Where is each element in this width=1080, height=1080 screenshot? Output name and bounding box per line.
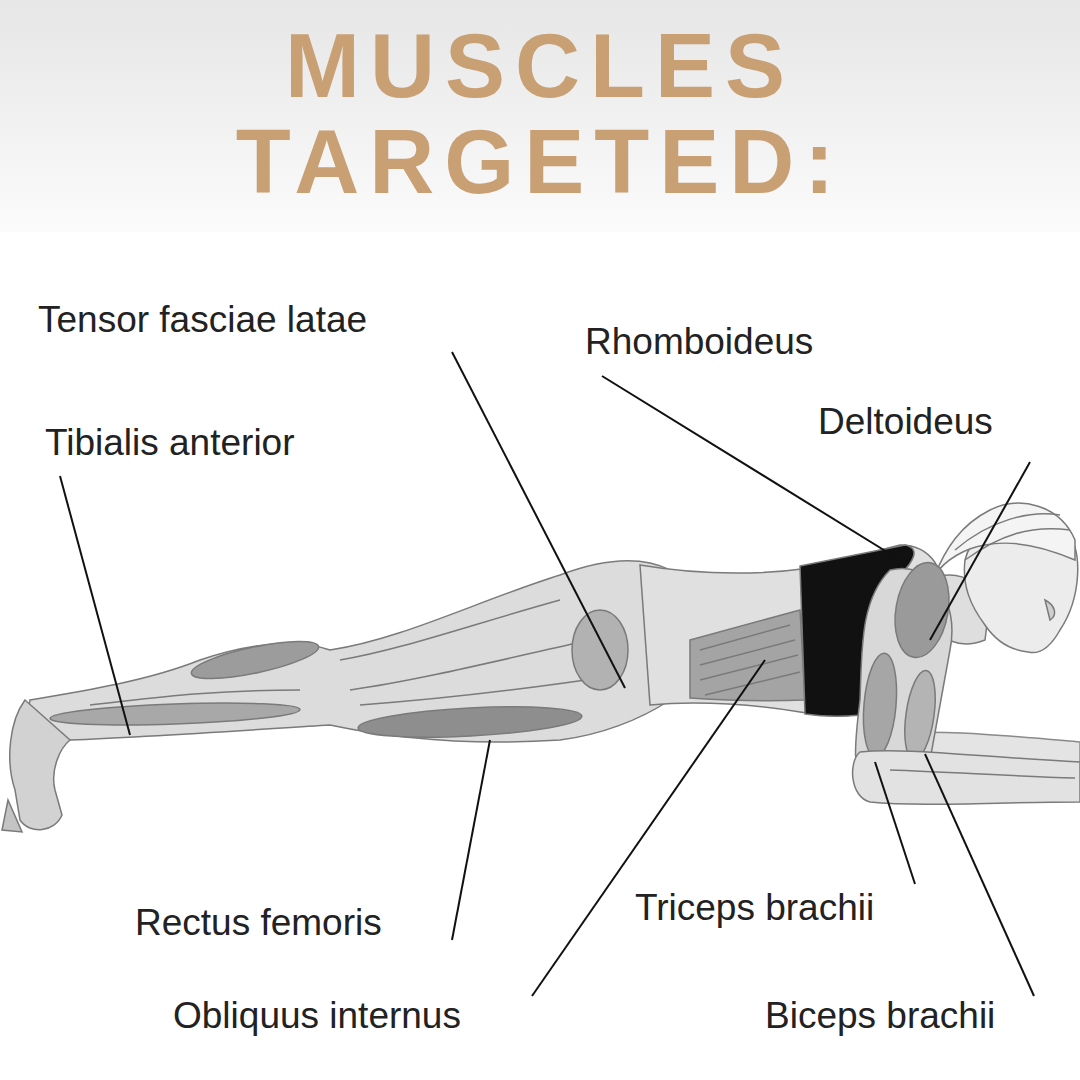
- muscle-label: Tibialis anterior: [45, 422, 295, 463]
- illustration-part: [452, 352, 625, 688]
- muscle-label: Obliquus internus: [173, 995, 461, 1036]
- illustration-part: [860, 652, 901, 758]
- illustration-part: [357, 702, 582, 742]
- illustration-part: [50, 700, 301, 729]
- label-slot: Deltoideus: [818, 402, 993, 443]
- muscle-label: Deltoideus: [818, 401, 993, 442]
- label-slot: Triceps brachii: [635, 888, 874, 929]
- legs: [2, 561, 670, 832]
- illustration-part: [532, 660, 765, 996]
- illustration-part: [890, 770, 1075, 778]
- illustration-part: [955, 514, 1070, 560]
- illustration-part: [690, 610, 805, 701]
- illustration-part: [1045, 600, 1055, 620]
- illustration-part: [189, 634, 322, 686]
- title-box: MUSCLES TARGETED:: [160, 18, 920, 210]
- illustration-part: [935, 503, 1075, 575]
- illustration-part: [875, 762, 915, 884]
- label-slot: Biceps brachii: [765, 996, 995, 1037]
- page-title: MUSCLES TARGETED:: [236, 16, 844, 212]
- illustration-part: [452, 740, 490, 940]
- illustration-part: [350, 640, 590, 690]
- illustration-part: [340, 600, 560, 660]
- illustration-part: [2, 800, 22, 832]
- muscle-label: Triceps brachii: [635, 887, 874, 928]
- muscle-label: Rhomboideus: [585, 321, 813, 362]
- illustration-part: [900, 668, 940, 761]
- illustration-part: [700, 625, 800, 695]
- label-slot: Obliquus internus: [173, 996, 461, 1037]
- label-slot: Tibialis anterior: [45, 423, 295, 464]
- near-arm: [853, 558, 1080, 804]
- illustration-part: [925, 754, 1034, 996]
- muscle-label: Tensor fasciae latae: [38, 299, 367, 340]
- label-slot: Rhomboideus: [585, 322, 813, 363]
- label-slot: Rectus femoris: [135, 903, 382, 944]
- muscle-label: Rectus femoris: [135, 902, 382, 943]
- muscle-label: Biceps brachii: [765, 995, 995, 1036]
- illustration-part: [60, 476, 130, 735]
- illustration-part: [930, 462, 1030, 640]
- label-slot: Tensor fasciae latae: [38, 300, 367, 341]
